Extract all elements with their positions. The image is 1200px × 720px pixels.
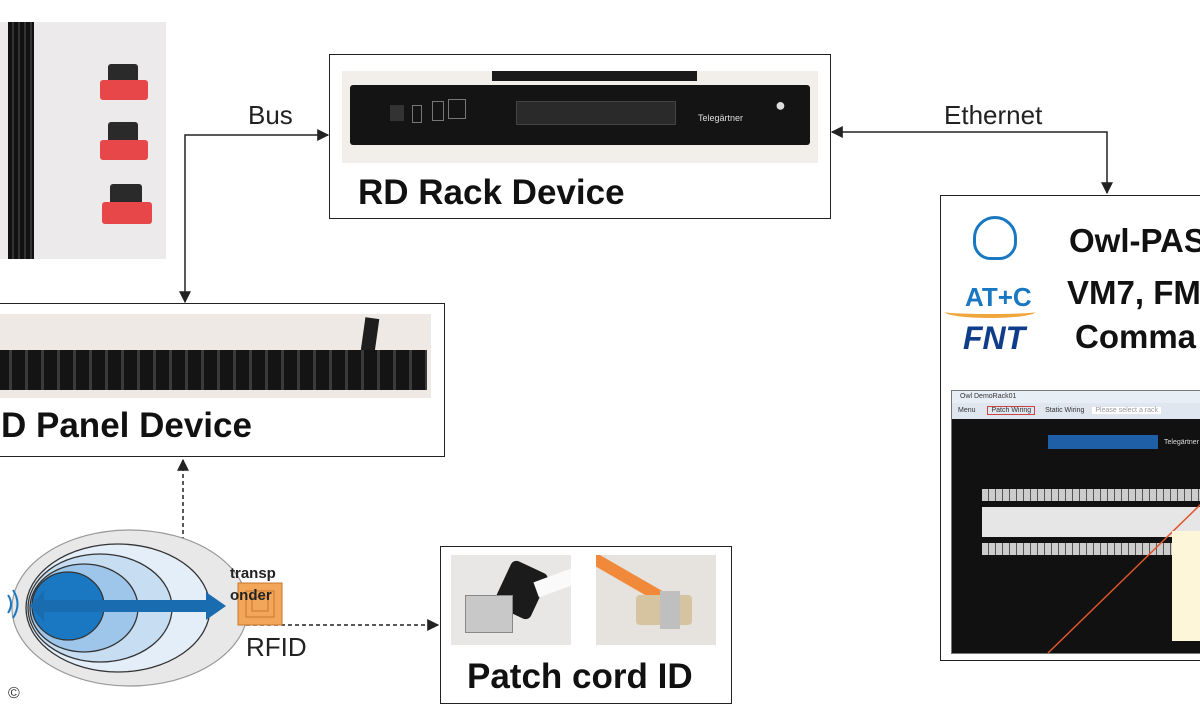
software-screenshot: Owl DemoRack01 Menu Patch Wiring Static … xyxy=(951,390,1200,654)
screenshot-info-panel xyxy=(1172,531,1200,641)
red-connector xyxy=(102,184,152,226)
software-line3: Comma xyxy=(1075,318,1197,355)
atc-logo-swoosh xyxy=(945,306,1035,318)
software-line2: VM7, FM xyxy=(1067,274,1200,311)
rack-device-title: RD Rack Device xyxy=(358,173,625,212)
screenshot-panel-row xyxy=(982,543,1200,555)
screenshot-toolbar: Menu Patch Wiring Static Wiring Please s… xyxy=(952,403,1200,419)
patch-cord-box: Patch cord ID xyxy=(440,546,732,704)
ethernet-label: Ethernet xyxy=(944,100,1043,130)
panel-device-box: D Panel Device xyxy=(0,303,445,457)
red-connector xyxy=(100,64,148,102)
copyright-mark: © xyxy=(8,685,20,702)
screenshot-patch-line xyxy=(1047,503,1200,653)
screenshot-rack-select: Please select a rack xyxy=(1092,407,1162,414)
screenshot-brand: Telegärtner xyxy=(1164,439,1200,446)
transponder-label: transp onder xyxy=(230,563,276,607)
panel-unit xyxy=(0,350,427,390)
red-connector xyxy=(100,122,148,162)
rack-device-photo: Telegärtner ● xyxy=(342,71,818,163)
patch-cord-title: Patch cord ID xyxy=(467,657,693,696)
fnt-logo: FNT xyxy=(963,320,1026,356)
bus-line xyxy=(179,129,330,304)
screenshot-window-title: Owl DemoRack01 xyxy=(960,393,1017,400)
screenshot-tab-patch: Patch Wiring xyxy=(987,406,1036,415)
software-box: AT+C FNT Owl-PAS VM7, FM Comma Owl DemoR… xyxy=(940,195,1200,661)
rack-brand: Telegärtner xyxy=(698,113,744,123)
rfid-label: RFID xyxy=(246,632,307,662)
screenshot-panel-row xyxy=(982,489,1200,501)
transponder-label-line2: onder xyxy=(230,587,272,604)
screenshot-titlebar: Owl DemoRack01 xyxy=(952,391,1200,403)
rack-display xyxy=(516,101,676,125)
screenshot-tab-static: Static Wiring xyxy=(1045,407,1085,414)
rack-unit: Telegärtner ● xyxy=(350,85,810,145)
connector-photo xyxy=(0,22,166,259)
transponder-label-line1: transp xyxy=(230,565,276,582)
panel-device-title: D Panel Device xyxy=(1,406,252,445)
software-line1: Owl-PAS xyxy=(1069,222,1200,259)
panel-device-photo xyxy=(0,314,431,398)
owl-logo-icon xyxy=(973,216,1017,260)
fiber-photo xyxy=(596,555,716,645)
cable-strip xyxy=(8,22,34,259)
screenshot-banner xyxy=(1048,435,1158,449)
rack-device-box: Telegärtner ● RD Rack Device xyxy=(329,54,831,219)
screenshot-wiring-area xyxy=(982,507,1200,537)
bus-label: Bus xyxy=(248,100,293,130)
rj45-photo xyxy=(451,555,571,645)
ethernet-line xyxy=(830,126,1113,195)
owl-icon: ● xyxy=(775,95,786,115)
screenshot-menu: Menu xyxy=(958,407,976,414)
